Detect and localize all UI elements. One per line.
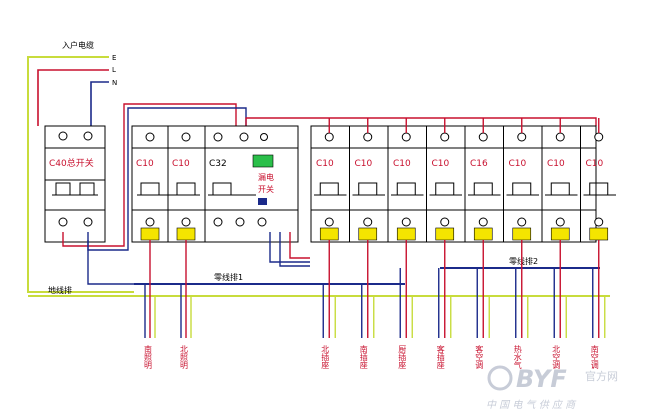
watermark-logo-icon	[487, 365, 513, 391]
rcd-out-neutral-1	[269, 232, 310, 263]
ground-bus-label: 地线排	[48, 285, 72, 295]
watermark: BYF 官方网 中 国 电 气 供 应 商	[486, 365, 618, 411]
breaker-right-terminal-top	[555, 132, 565, 142]
breaker-right-label: C10	[393, 159, 411, 169]
circuit-label-right: 热水气	[513, 344, 522, 369]
breaker-right-terminal-bottom	[324, 217, 334, 227]
breaker-right-terminal-bottom	[440, 217, 450, 227]
watermark-brand-cn: 官方网	[585, 369, 618, 383]
breaker-right-terminal-bottom	[594, 217, 604, 227]
circuit-label-right: 南空调	[590, 344, 599, 370]
live-wire-incoming	[37, 69, 109, 126]
breaker-right-terminal-cover	[589, 227, 609, 241]
circuit-label-right: 北插座	[321, 345, 330, 370]
rcd-label: C32	[209, 159, 227, 169]
breaker-right-label: C10	[432, 159, 450, 169]
rcd-out-neutral-2	[279, 232, 310, 267]
circuit-label-right: 客空调	[475, 344, 484, 370]
breaker-right-terminal-top	[478, 132, 488, 142]
breaker-right-terminal-cover	[319, 227, 339, 241]
main-switch: C40总开关	[44, 125, 106, 243]
neutral-bus-2-label: 零线排2	[509, 256, 538, 266]
breaker-right-terminal-cover	[512, 227, 532, 241]
breaker-right-label: C10	[547, 159, 565, 169]
circuit-drops	[144, 240, 606, 338]
breaker-right-terminal-bottom	[478, 217, 488, 227]
incoming-wire-label-e: E	[112, 54, 116, 62]
breaker-right-terminal-cover	[358, 227, 378, 241]
circuit-label-left-2: 北照明	[180, 345, 189, 370]
rcd-leak-text-1: 漏电	[258, 172, 274, 182]
incoming-wire-label-n: N	[112, 79, 117, 87]
breaker-left-label-1: C10	[136, 159, 154, 169]
breaker-right-terminal-bottom	[517, 217, 527, 227]
circuit-label-right: 厨插座	[398, 345, 407, 370]
live-busbar-right	[245, 117, 597, 126]
rcd-out-live	[289, 232, 310, 259]
circuit-labels-right: 北插座 南插座 厨插座 客插座 客空调 热水气 北空调 南空调	[321, 344, 600, 370]
breaker-right-terminal-top	[594, 132, 604, 142]
ground-wire-incoming	[27, 56, 134, 293]
breaker-right-terminal-bottom	[401, 217, 411, 227]
breaker-right-label: C10	[509, 159, 527, 169]
watermark-brand: BYF	[516, 365, 567, 393]
breaker-right-label: C10	[316, 159, 334, 169]
breaker-right-label: C10	[586, 159, 604, 169]
right-breakers: C10 C10 C10 C10 C16 C10 C10 C10	[314, 118, 616, 242]
incoming-cable-title: 入户电缆	[62, 40, 94, 50]
neutral-wire-incoming	[90, 81, 109, 126]
breaker-right-label: C16	[470, 159, 488, 169]
breaker-right-terminal-cover	[396, 227, 416, 241]
breaker-right-terminal-top	[440, 132, 450, 142]
rcd-leak-text-2: 开关	[258, 184, 274, 194]
breaker-left-label-2: C10	[172, 159, 190, 169]
breaker-right-terminal-cover	[550, 227, 570, 241]
rcd-group: C10 C10 C32 漏电 开关	[131, 125, 299, 243]
breaker-right-terminal-top	[517, 132, 527, 142]
breaker-right-terminal-top	[363, 132, 373, 142]
circuit-label-right: 南插座	[359, 344, 368, 370]
breaker-right-terminal-bottom	[555, 217, 565, 227]
breaker-right-terminal-top	[324, 132, 334, 142]
circuit-label-right: 客插座	[436, 344, 445, 370]
main-switch-label: C40总开关	[49, 157, 94, 169]
circuit-label-right: 北空调	[552, 345, 561, 370]
incoming-wire-label-l: L	[112, 66, 116, 74]
breaker-right-terminal-bottom	[363, 217, 373, 227]
neutral-bus-1-label: 零线排1	[214, 272, 243, 282]
breaker-right-terminal-cover	[473, 227, 493, 241]
watermark-org: 中 国 电 气 供 应 商	[486, 399, 577, 411]
breaker-right-label: C10	[355, 159, 373, 169]
circuit-label-left-1: 南照明	[144, 344, 153, 370]
breaker-right-terminal-top	[401, 132, 411, 142]
breaker-right-terminal-cover	[435, 227, 455, 241]
